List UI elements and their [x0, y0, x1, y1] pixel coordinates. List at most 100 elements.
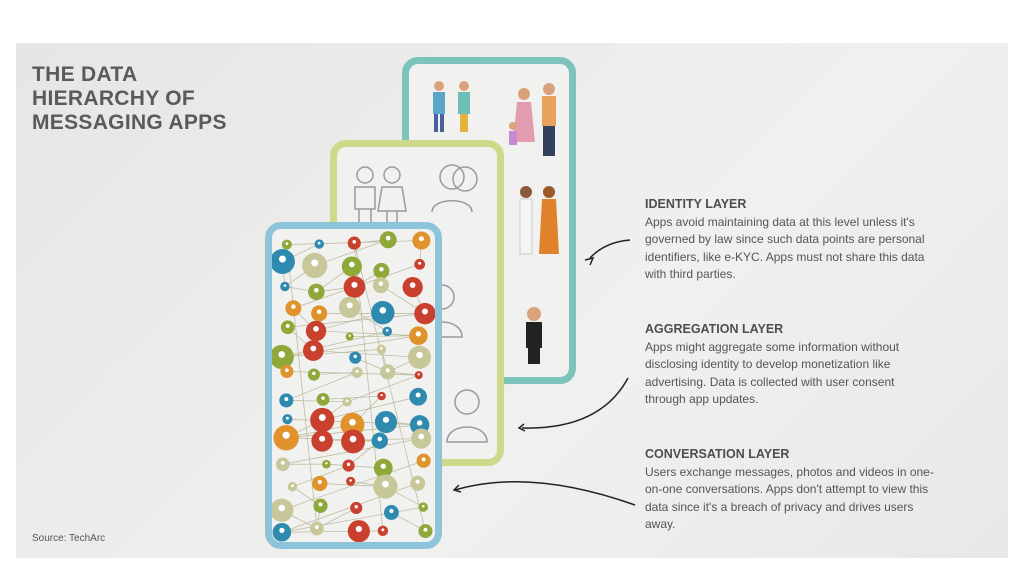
user-head-icon: [378, 281, 384, 286]
user-head-icon: [317, 241, 321, 245]
user-head-icon: [353, 354, 357, 359]
identity-layer-text: IDENTITY LAYER Apps avoid maintaining da…: [645, 196, 935, 284]
user-head-icon: [278, 504, 286, 512]
layer-heading: CONVERSATION LAYER: [645, 447, 790, 461]
user-head-icon: [415, 479, 420, 484]
user-head-icon: [311, 259, 319, 267]
network-link: [322, 396, 419, 421]
network-link: [286, 400, 348, 403]
layer-heading: IDENTITY LAYER: [645, 197, 747, 211]
layer-description: Users exchange messages, photos and vide…: [645, 464, 934, 532]
user-head-icon: [423, 527, 428, 532]
user-head-icon: [314, 525, 319, 530]
user-head-icon: [278, 255, 286, 263]
user-head-icon: [415, 331, 421, 337]
network-link: [286, 244, 318, 529]
layer-description: Apps avoid maintaining data at this leve…: [645, 214, 925, 282]
user-head-icon: [349, 261, 355, 268]
user-head-icon: [416, 351, 423, 359]
user-head-icon: [416, 420, 423, 426]
layer-description: Apps might aggregate some information wi…: [645, 339, 900, 407]
network-link: [281, 331, 388, 358]
user-head-icon: [385, 235, 391, 241]
user-head-icon: [346, 462, 351, 467]
user-head-icon: [285, 242, 289, 246]
user-head-icon: [351, 281, 358, 288]
user-head-icon: [285, 323, 290, 328]
user-head-icon: [313, 326, 319, 332]
user-head-icon: [389, 508, 394, 514]
user-head-icon: [381, 480, 389, 488]
user-head-icon: [312, 371, 316, 376]
user-head-icon: [285, 368, 289, 373]
user-head-icon: [382, 416, 390, 423]
network-link: [326, 463, 384, 469]
user-head-icon: [348, 334, 351, 337]
user-head-icon: [349, 418, 356, 426]
user-head-icon: [355, 525, 362, 533]
user-head-icon: [352, 239, 357, 244]
user-head-icon: [310, 345, 317, 352]
network-link: [314, 239, 389, 266]
user-head-icon: [282, 431, 290, 439]
user-head-icon: [409, 282, 416, 288]
network-graph: [272, 231, 435, 542]
user-head-icon: [421, 504, 425, 508]
network-link: [349, 335, 419, 337]
network-link: [313, 350, 420, 358]
user-head-icon: [415, 392, 421, 398]
user-head-icon: [280, 460, 285, 465]
network-link: [281, 506, 424, 533]
user-head-icon: [381, 528, 385, 532]
user-head-icon: [380, 347, 383, 350]
network-link: [281, 460, 424, 511]
user-head-icon: [379, 267, 384, 272]
user-head-icon: [278, 351, 286, 358]
network-link: [286, 372, 358, 401]
user-head-icon: [421, 308, 428, 315]
arrow-aggregation-icon: [521, 377, 629, 429]
network-link: [315, 330, 419, 337]
aggregation-layer-text: AGGREGATION LAYER Apps might aggregate s…: [645, 321, 935, 409]
people-illustration-icon: [433, 81, 559, 364]
user-head-icon: [291, 304, 296, 309]
user-head-icon: [291, 484, 294, 488]
network-link: [313, 372, 358, 375]
user-head-icon: [321, 396, 325, 400]
network-link: [323, 395, 382, 400]
user-head-icon: [318, 502, 323, 507]
user-head-icon: [380, 393, 383, 397]
user-head-icon: [385, 368, 390, 373]
user-head-icon: [283, 284, 287, 287]
user-head-icon: [418, 433, 425, 440]
user-head-icon: [279, 527, 285, 533]
user-head-icon: [379, 307, 387, 314]
user-head-icon: [349, 435, 357, 443]
user-head-icon: [325, 462, 328, 465]
user-head-icon: [418, 236, 424, 242]
user-head-icon: [319, 435, 326, 442]
conversation-layer-card: [265, 222, 442, 549]
page-title: THE DATA HIERARCHY OF MESSAGING APPS: [32, 63, 227, 134]
user-head-icon: [346, 302, 353, 309]
arrow-conversation-icon: [454, 481, 636, 506]
user-head-icon: [354, 505, 358, 509]
user-head-icon: [417, 373, 420, 376]
user-head-icon: [421, 457, 426, 462]
user-head-icon: [318, 414, 326, 421]
user-head-icon: [380, 463, 386, 469]
user-head-icon: [285, 416, 289, 420]
user-head-icon: [345, 399, 349, 403]
user-head-icon: [418, 261, 422, 265]
user-head-icon: [355, 369, 359, 373]
source-note: Source: TechArc: [32, 533, 106, 544]
user-head-icon: [314, 287, 319, 293]
layer-heading: AGGREGATION LAYER: [645, 322, 784, 336]
user-head-icon: [385, 329, 389, 332]
user-head-icon: [377, 436, 383, 442]
arrow-identity-icon: [589, 239, 631, 259]
conversation-layer-text: CONVERSATION LAYER Users exchange messag…: [645, 446, 935, 534]
user-head-icon: [317, 479, 322, 485]
user-head-icon: [316, 309, 322, 315]
